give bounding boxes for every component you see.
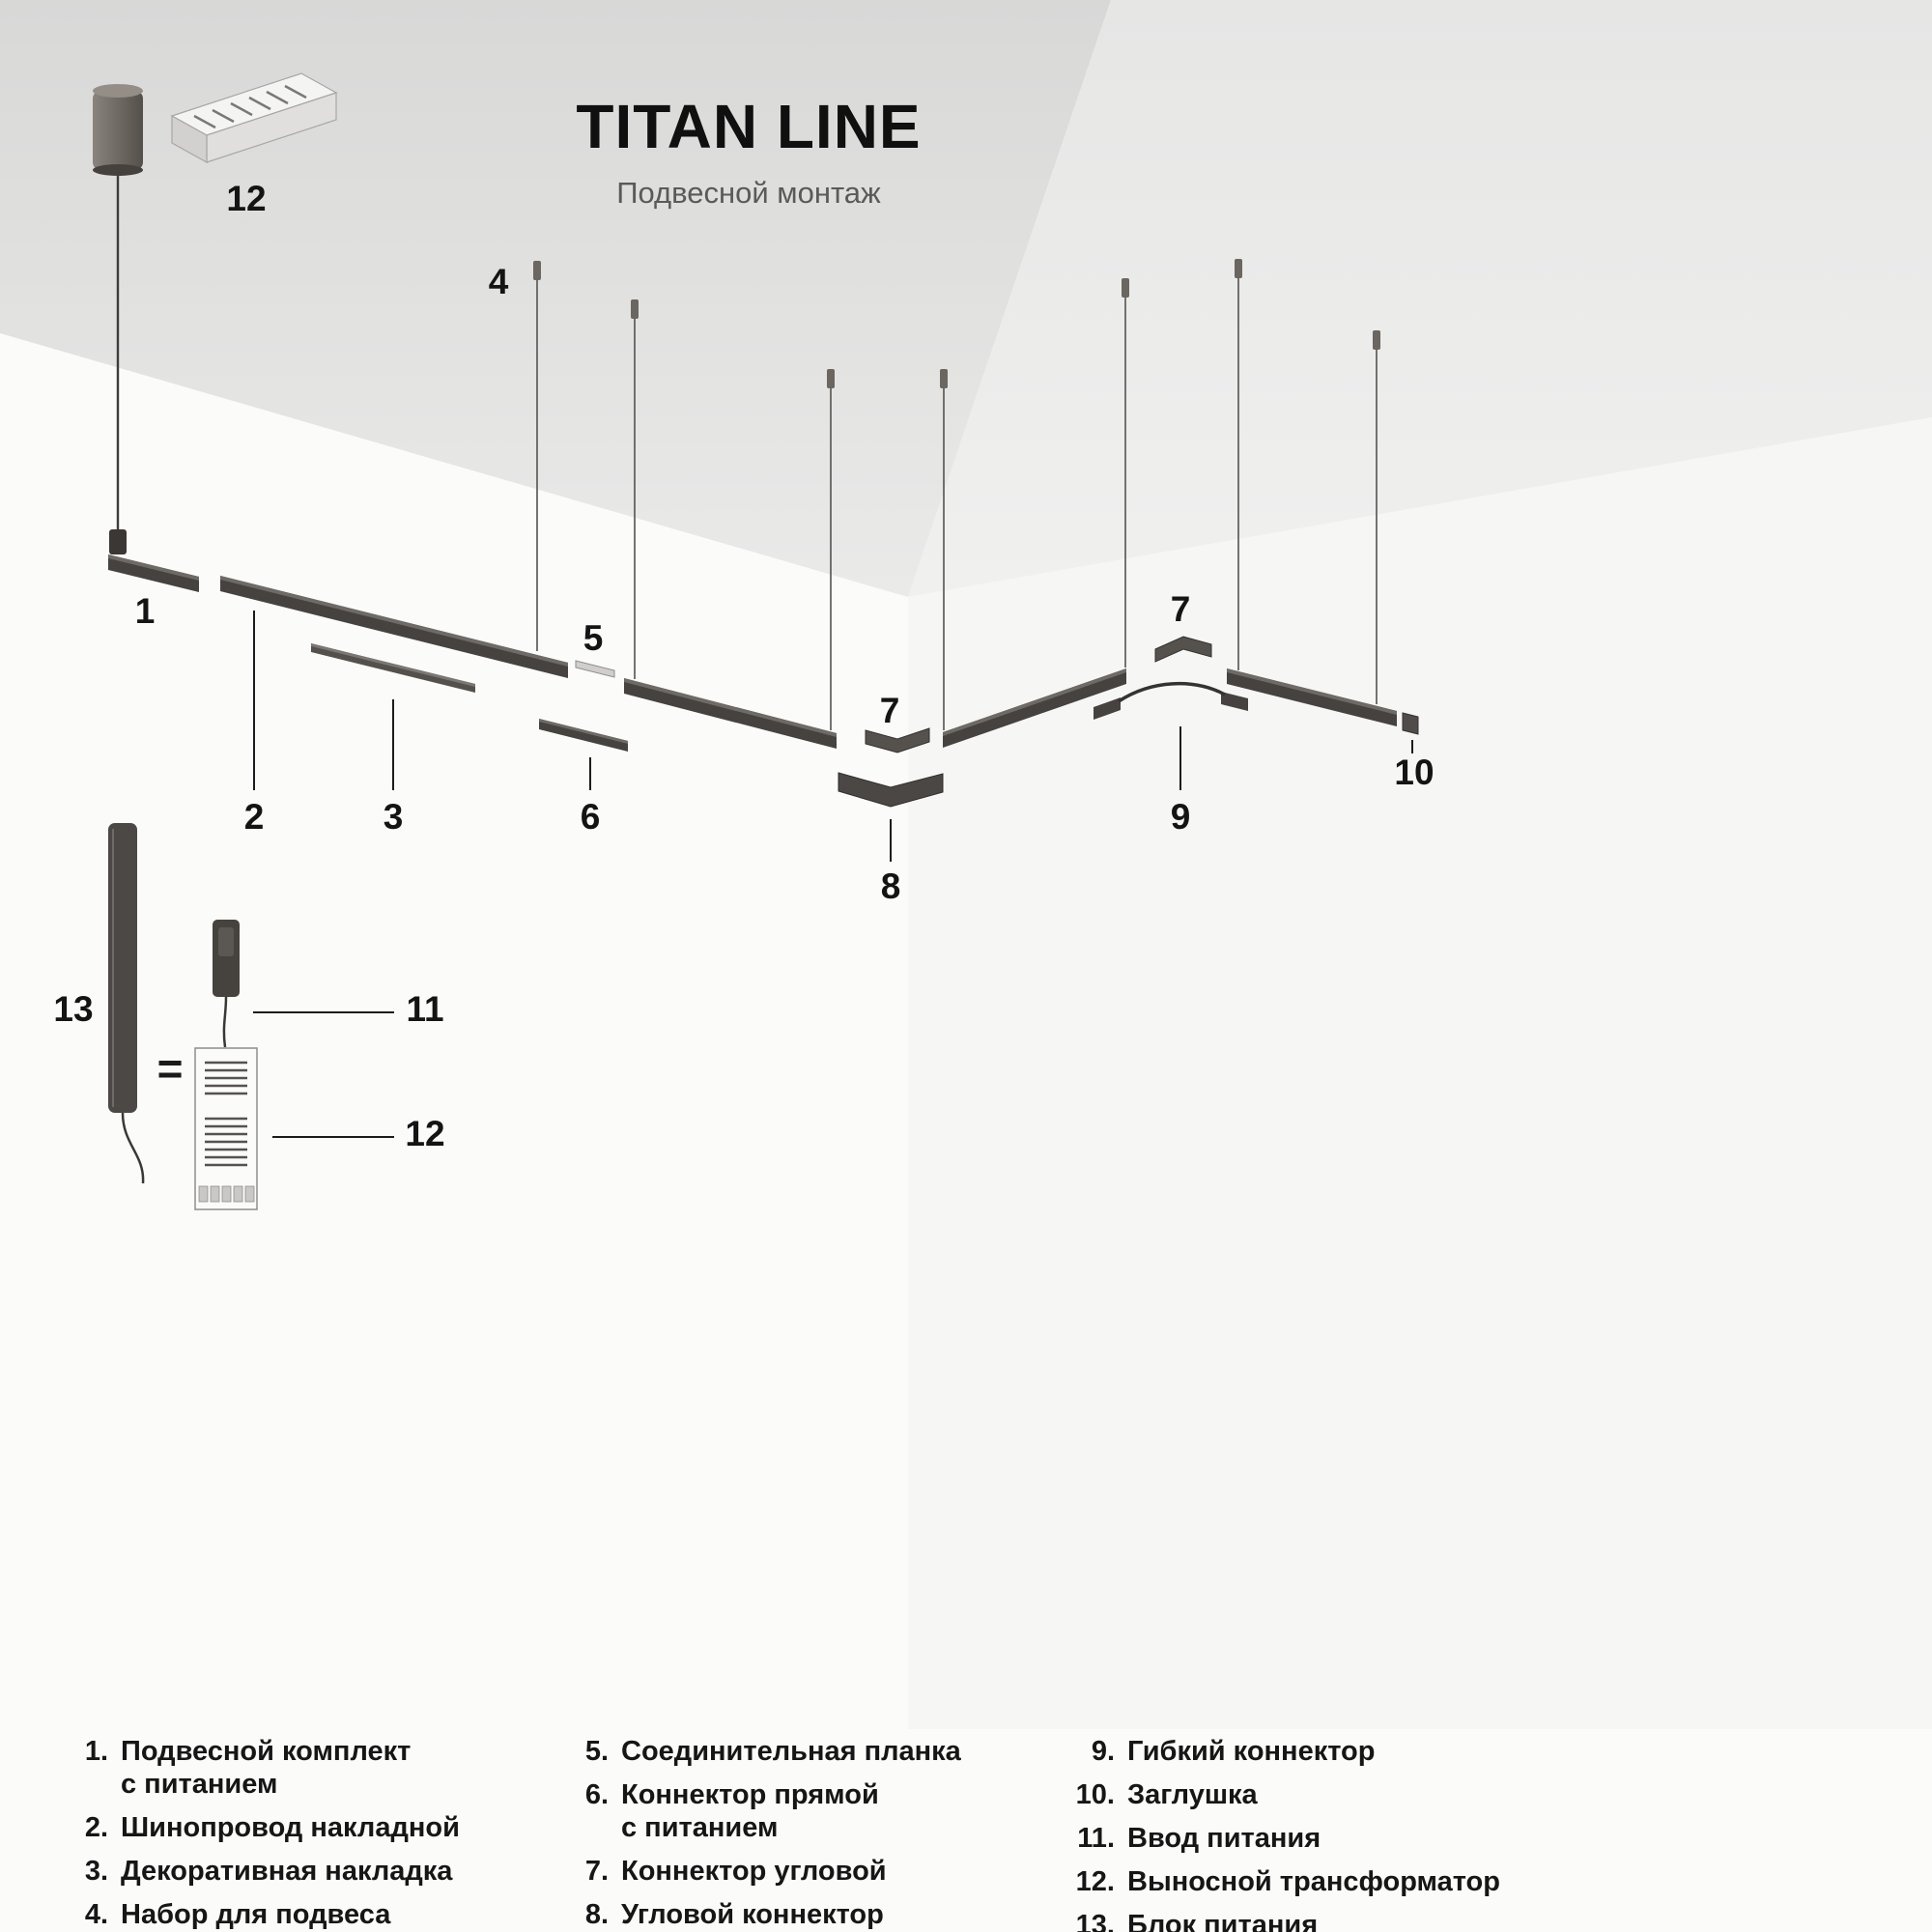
assembly-diagram: 12 4 1 5 2 3 6 7 7 8 9 10 13 11 12 = xyxy=(0,0,1932,1729)
ceiling-left-plane xyxy=(0,0,1111,597)
suspension-wires xyxy=(533,259,1380,730)
page-subtitle: Подвесной монтаж xyxy=(616,176,881,211)
part-label-2: 2 xyxy=(244,797,265,837)
suspension-wire xyxy=(827,369,835,730)
part-label-8: 8 xyxy=(881,867,901,906)
legend-label: Заглушка xyxy=(1127,1779,1258,1810)
terminal-strip xyxy=(198,1185,255,1203)
corner-connector-power xyxy=(838,772,944,808)
track-segment-feed xyxy=(108,554,199,592)
right-wall xyxy=(908,417,1932,1729)
legend-item-9: 9. Гибкий коннектор xyxy=(1070,1735,1862,1768)
part-label-1: 1 xyxy=(135,591,156,631)
part-label-5: 5 xyxy=(583,618,604,658)
legend-label: Ввод питания xyxy=(1127,1823,1321,1854)
flexible-connector xyxy=(1094,681,1248,720)
part-label-12-ceiling: 12 xyxy=(226,179,266,218)
part-label-3: 3 xyxy=(384,797,404,837)
legend-num: 13. xyxy=(1075,1910,1115,1932)
legend-item-1: 1. Подвесной комплект с питанием xyxy=(70,1735,524,1801)
legend-num: 11. xyxy=(1077,1823,1115,1854)
suspension-wire xyxy=(631,299,639,679)
legend-item-2: 2. Шинопровод накладной xyxy=(70,1811,524,1844)
legend-column-2: 5. Соединительная планка 6. Коннектор пр… xyxy=(570,1735,1024,1932)
page-title: TITAN LINE xyxy=(576,92,922,161)
decorative-cover xyxy=(311,643,475,693)
legend-item-10: 10. Заглушка xyxy=(1070,1778,1862,1811)
legend-label: с питанием xyxy=(121,1769,278,1800)
end-cap xyxy=(1402,712,1419,735)
legend-num: 10. xyxy=(1075,1779,1115,1810)
legend-label: Гибкий коннектор xyxy=(1127,1736,1376,1767)
vent-slots-icon xyxy=(205,1061,247,1167)
legend-item-4: 4. Набор для подвеса xyxy=(70,1898,524,1931)
equals-sign: = xyxy=(157,1043,184,1094)
ceiling-right-plane xyxy=(908,0,1932,597)
power-input-plug xyxy=(213,920,240,1048)
legend-num: 2. xyxy=(84,1812,108,1843)
suspension-wire xyxy=(1373,330,1380,704)
suspension-wire xyxy=(1235,259,1242,670)
legend-label: Подвесной комплект xyxy=(121,1736,412,1767)
corner-connector-left xyxy=(865,727,930,753)
track-segment-long xyxy=(220,576,568,678)
part-label-7-left: 7 xyxy=(880,691,900,730)
legend-label: Выносной трансформатор xyxy=(1127,1866,1500,1897)
legend-num: 6. xyxy=(584,1779,609,1810)
track-segment-right-1 xyxy=(943,668,1126,748)
legend-label: Набор для подвеса xyxy=(121,1899,391,1930)
legend-item-7: 7. Коннектор угловой xyxy=(570,1855,1024,1888)
power-supply-block xyxy=(108,823,145,1184)
legend-column-3: 9. Гибкий коннектор 10. Заглушка 11. Вво… xyxy=(1070,1735,1862,1932)
legend-label: Соединительная планка xyxy=(621,1736,961,1767)
legend-item-3: 3. Декоративная накладка xyxy=(70,1855,524,1888)
legend-item-8: 8. Угловой коннектор с питанием xyxy=(570,1898,1024,1932)
suspension-wire xyxy=(940,369,948,730)
legend-label: Блок питания xyxy=(1127,1910,1319,1932)
track-segment-middle xyxy=(624,678,837,749)
legend-num: 12. xyxy=(1075,1866,1115,1897)
legend-num: 3. xyxy=(84,1856,108,1887)
legend-item-5: 5. Соединительная планка xyxy=(570,1735,1024,1768)
legend-num: 7. xyxy=(584,1856,609,1887)
legend-label: Угловой коннектор xyxy=(621,1899,884,1930)
suspension-wire xyxy=(533,261,541,651)
legend-num: 4. xyxy=(84,1899,108,1930)
straight-connector-power xyxy=(539,719,628,752)
part-label-13: 13 xyxy=(53,989,93,1029)
suspension-wire xyxy=(1122,278,1129,668)
power-canopy xyxy=(93,84,143,554)
part-label-7-right: 7 xyxy=(1171,589,1191,629)
ceiling-transformer xyxy=(170,72,338,164)
legend-label: Декоративная накладка xyxy=(121,1856,453,1887)
header: TITAN LINE Подвесной монтаж xyxy=(459,93,1038,211)
corner-connector-right xyxy=(1154,636,1212,663)
legend-num: 1. xyxy=(84,1736,108,1767)
legend-label: Коннектор прямой xyxy=(621,1779,879,1810)
legend-item-6: 6. Коннектор прямой с питанием xyxy=(570,1778,1024,1844)
legend-label: Коннектор угловой xyxy=(621,1856,887,1887)
legend-item-11: 11. Ввод питания xyxy=(1070,1822,1862,1855)
legend-item-13: 13. Блок питания xyxy=(1070,1909,1862,1932)
legend-item-12: 12. Выносной трансформатор xyxy=(1070,1865,1862,1898)
legend-num: 5. xyxy=(584,1736,609,1767)
joint-plate xyxy=(575,660,615,678)
part-label-11: 11 xyxy=(406,989,443,1029)
legend-label: с питанием xyxy=(621,1812,779,1843)
part-label-9: 9 xyxy=(1171,797,1191,837)
part-label-12-psu: 12 xyxy=(405,1114,444,1153)
track-segment-right-2 xyxy=(1227,668,1397,726)
part-label-6: 6 xyxy=(581,797,601,837)
legend-num: 8. xyxy=(584,1899,609,1930)
vent-slots-icon xyxy=(193,84,307,129)
callout-lines xyxy=(253,611,1413,1138)
legend-label: Шинопровод накладной xyxy=(121,1812,460,1843)
transformer-unit xyxy=(194,1047,258,1210)
part-label-10: 10 xyxy=(1394,753,1434,792)
legend-num: 9. xyxy=(1091,1736,1115,1767)
legend-column-1: 1. Подвесной комплект с питанием 2. Шино… xyxy=(70,1735,524,1932)
part-label-4: 4 xyxy=(489,262,509,301)
